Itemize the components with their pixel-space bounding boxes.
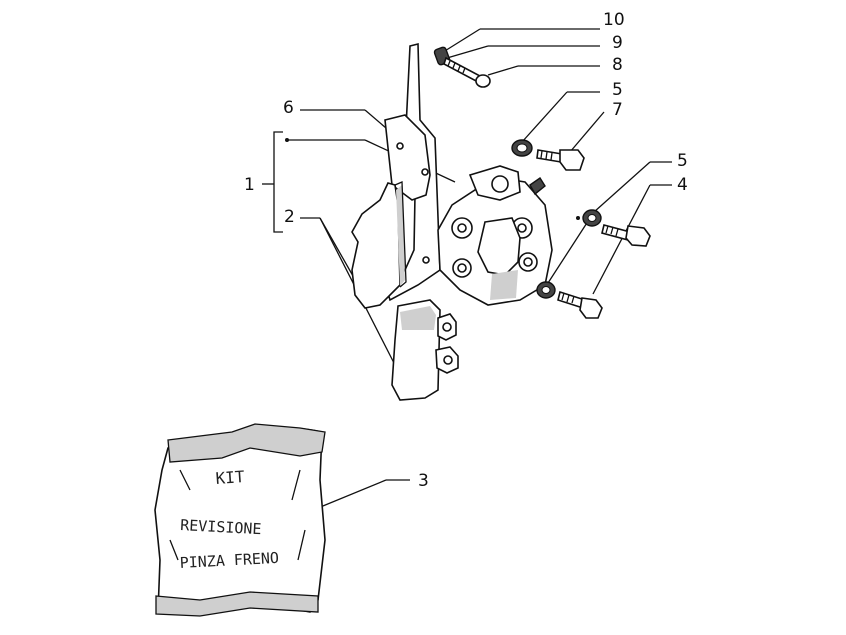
kit-label-line1: KIT <box>215 467 246 488</box>
callout-10: 10 <box>603 10 625 30</box>
brake-pad-left <box>351 181 407 309</box>
callout-7: 7 <box>612 100 623 120</box>
callout-9: 9 <box>612 33 623 53</box>
callout-8: 8 <box>612 55 623 75</box>
kit-label-line3: PINZA FRENO <box>179 549 279 572</box>
overhaul-kit-bag: KIT REVISIONE PINZA FRENO <box>154 423 326 617</box>
caliper-bracket-plate <box>384 42 441 302</box>
callout-2: 2 <box>284 207 295 227</box>
group-bracket <box>273 131 283 233</box>
bolt-top <box>433 46 491 88</box>
caliper-body <box>437 165 553 306</box>
callout-3: 3 <box>418 471 429 491</box>
callout-6: 6 <box>283 98 294 118</box>
callout-5-upper: 5 <box>612 80 623 100</box>
bolt-right <box>601 224 651 247</box>
callout-4: 4 <box>677 175 688 195</box>
washer-right <box>576 209 602 227</box>
brake-pad-right <box>391 299 459 401</box>
callout-1: 1 <box>244 175 255 195</box>
kit-label-line2: REVISIONE <box>180 516 262 538</box>
bolt-lower <box>557 290 603 319</box>
bolt-upper <box>536 149 585 171</box>
callout-5-right: 5 <box>677 151 688 171</box>
washer-lower <box>536 281 556 299</box>
washer-upper <box>511 139 533 157</box>
bracket-dot <box>285 138 289 142</box>
